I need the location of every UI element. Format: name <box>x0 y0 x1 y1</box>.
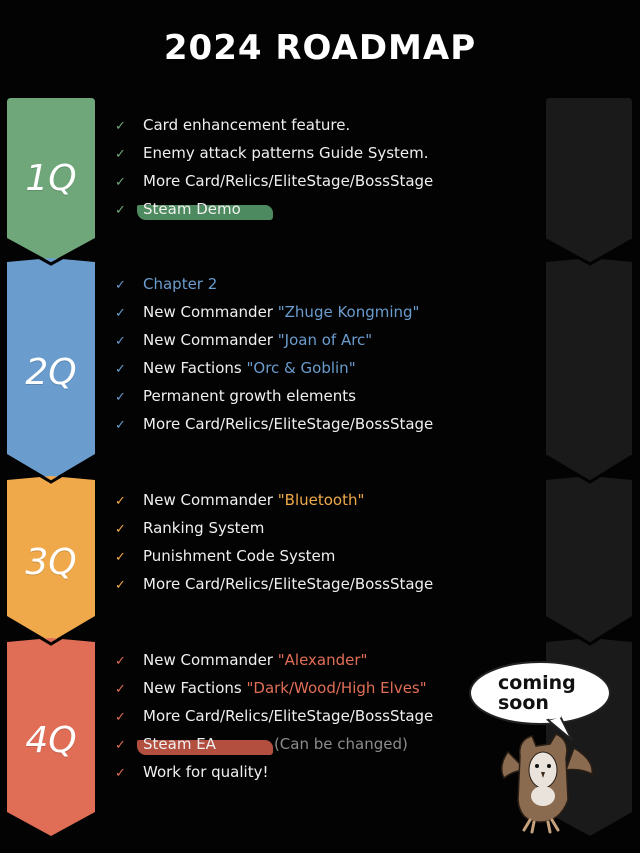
check-icon: ✓ <box>115 682 126 697</box>
list-item: ✓Chapter 2 <box>115 272 217 296</box>
check-icon: ✓ <box>115 766 126 781</box>
coming-soon-text: coming soon <box>498 672 576 714</box>
check-icon: ✓ <box>115 738 126 753</box>
speech-bubble <box>469 661 611 741</box>
q2-label: 2Q <box>25 352 77 393</box>
check-icon: ✓ <box>115 334 126 349</box>
list-item: ✓Permanent growth elements <box>115 384 356 408</box>
check-icon: ✓ <box>115 203 126 218</box>
check-icon: ✓ <box>115 654 126 669</box>
check-icon: ✓ <box>115 522 126 537</box>
list-item: ✓More Card/Relics/EliteStage/BossStage <box>115 412 433 436</box>
check-icon: ✓ <box>115 418 126 433</box>
q1-label: 1Q <box>25 158 77 199</box>
list-item: ✓New Factions "Dark/Wood/High Elves" <box>115 676 427 700</box>
list-item: ✓New Factions "Orc & Goblin" <box>115 356 356 380</box>
list-item: ✓New Commander "Alexander" <box>115 648 367 672</box>
check-icon: ✓ <box>115 278 126 293</box>
list-item: ✓New Commander "Zhuge Kongming" <box>115 300 419 324</box>
check-icon: ✓ <box>115 578 126 593</box>
list-item: ✓More Card/Relics/EliteStage/BossStage <box>115 572 433 596</box>
check-icon: ✓ <box>115 494 126 509</box>
owl-mascot-icon <box>501 733 593 834</box>
q2-chevron <box>7 258 95 480</box>
list-item: ✓Steam EA(Can be changed) <box>115 732 408 756</box>
list-item: ✓Work for quality! <box>115 760 268 784</box>
list-item: ✓Steam Demo <box>115 197 273 221</box>
list-item: ✓Enemy attack patterns Guide System. <box>115 141 429 165</box>
check-icon: ✓ <box>115 306 126 321</box>
check-icon: ✓ <box>115 550 126 565</box>
list-item: ✓New Commander "Bluetooth" <box>115 488 364 512</box>
page-title: 2024 ROADMAP <box>163 28 477 68</box>
q1-chevron <box>7 98 95 262</box>
note-text: (Can be changed) <box>273 735 408 753</box>
list-item: ✓Ranking System <box>115 516 264 540</box>
list-item: ✓More Card/Relics/EliteStage/BossStage <box>115 704 433 728</box>
list-item: ✓New Commander "Joan of Arc" <box>115 328 372 352</box>
q4-chevron <box>7 638 95 836</box>
check-icon: ✓ <box>115 175 126 190</box>
list-item: ✓Punishment Code System <box>115 544 335 568</box>
list-item: ✓Card enhancement feature. <box>115 113 350 137</box>
check-icon: ✓ <box>115 390 126 405</box>
q3-chevron <box>7 476 95 642</box>
check-icon: ✓ <box>115 147 126 162</box>
list-item: ✓More Card/Relics/EliteStage/BossStage <box>115 169 433 193</box>
check-icon: ✓ <box>115 362 126 377</box>
check-icon: ✓ <box>115 710 126 725</box>
q4-label: 4Q <box>25 720 77 761</box>
q3-label: 3Q <box>25 542 77 583</box>
check-icon: ✓ <box>115 119 126 134</box>
